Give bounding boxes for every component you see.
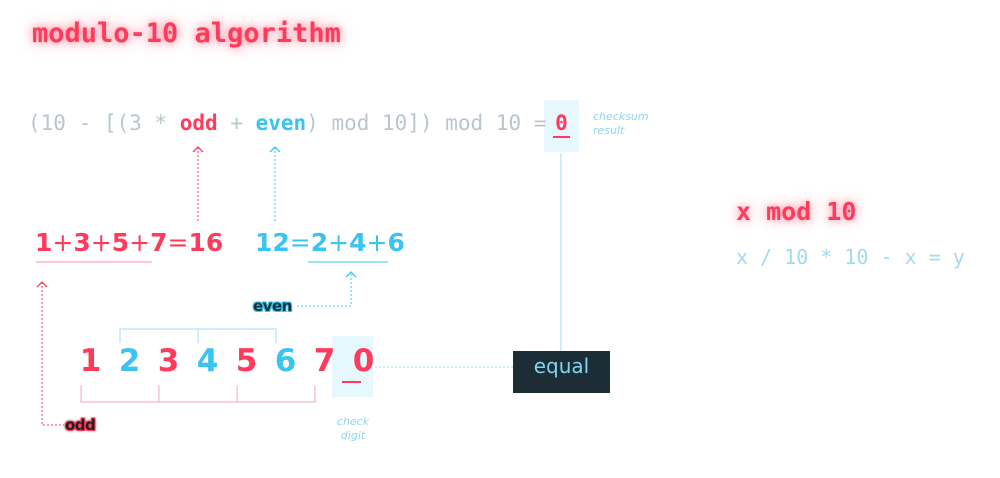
- odd-sum-op: =: [167, 228, 189, 257]
- even-sum-op: +: [328, 228, 350, 257]
- odd-label-arrowhead: [36, 281, 48, 288]
- even-sum-term: 4: [349, 228, 367, 257]
- odd-sum: 1+3+5+7=16: [35, 228, 223, 257]
- digit-odd: 5: [235, 343, 258, 379]
- odd-sum-term: 3: [73, 228, 91, 257]
- odd-sum-term: 5: [111, 228, 130, 257]
- even-label-connector: [297, 272, 352, 307]
- checksum-result-box: [544, 100, 579, 152]
- digit-odd: 7: [313, 343, 336, 379]
- digit-even: 4: [196, 343, 219, 379]
- check-note-line-2: digit: [340, 429, 366, 442]
- formula-part-1: (10 - [(3 *: [28, 111, 180, 135]
- checksum-result-underline: [553, 136, 570, 138]
- odd-digit-bracket: [80, 385, 316, 403]
- even-sum-term: 2: [310, 228, 329, 257]
- odd-sum-term: 1: [35, 228, 53, 257]
- odd-sum-op: +: [52, 228, 74, 257]
- odd-sum-op: +: [90, 228, 112, 257]
- equal-box: equal: [513, 351, 610, 393]
- formula-part-3: ) mod 10]) mod 10 =: [306, 111, 547, 135]
- check-note-line-1: check: [336, 415, 370, 428]
- odd-arrowhead: [192, 146, 204, 153]
- formula-even: even: [255, 111, 307, 135]
- odd-sum-term: 7: [150, 228, 168, 257]
- formula-part-2: +: [217, 111, 256, 135]
- checksum-note-line-1: checksum: [593, 110, 649, 123]
- digit-odd: 3: [157, 343, 180, 379]
- digit-odd: 1: [79, 343, 102, 379]
- even-sum-term: 6: [387, 228, 405, 257]
- mod-formula: x / 10 * 10 - x = y: [736, 245, 965, 269]
- even-label-arrowhead: [345, 271, 357, 278]
- odd-sum-op: +: [129, 228, 151, 257]
- check-digit-note: check digit: [331, 415, 375, 443]
- mod-title: x mod 10: [736, 197, 857, 226]
- digit-even: 6: [274, 343, 297, 379]
- odd-label-connector: [41, 282, 64, 426]
- even-arrowhead: [269, 146, 281, 153]
- odd-label: odd: [65, 416, 96, 434]
- even-sum-op: =: [289, 228, 311, 257]
- checksum-result: 0: [555, 111, 568, 135]
- checksum-note-line-2: result: [593, 124, 625, 137]
- check-digit-box: [332, 336, 373, 397]
- checksum-formula: (10 - [(3 * odd + even) mod 10]) mod 10 …: [28, 111, 546, 135]
- page-title: modulo-10 algorithm: [32, 18, 341, 49]
- even-label: even: [253, 297, 292, 315]
- check-digit-underline: [342, 381, 361, 383]
- even-sum-op: +: [366, 228, 388, 257]
- odd-sum-total: 16: [188, 228, 224, 257]
- digit-even: 2: [118, 343, 141, 379]
- even-sum: 12=2+4+6: [255, 228, 405, 257]
- even-sum-total: 12: [255, 228, 290, 257]
- formula-odd: odd: [179, 111, 218, 135]
- check-digit: 0: [352, 343, 375, 379]
- checksum-result-note: checksum result: [593, 110, 649, 138]
